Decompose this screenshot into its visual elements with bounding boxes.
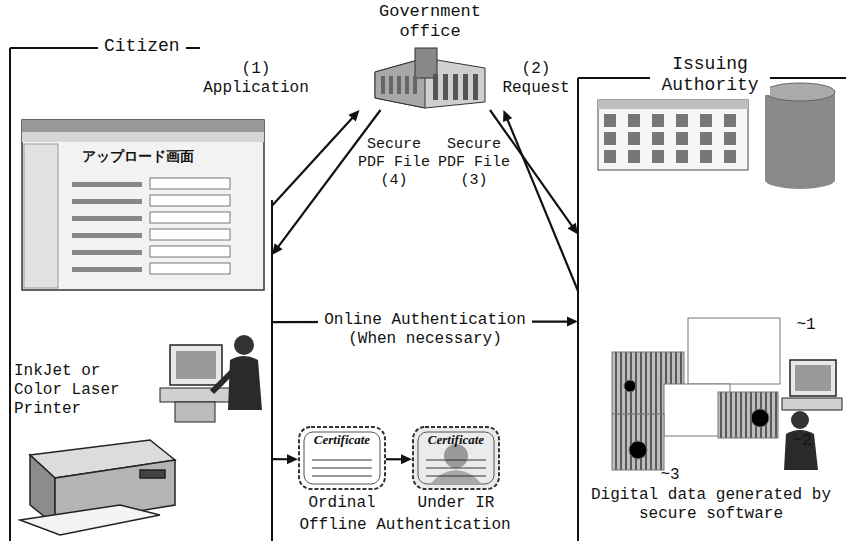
authority-panel: Issuing Authority [578, 78, 846, 541]
photo-thumb [676, 150, 688, 163]
flow-arrow [503, 110, 578, 291]
edge-label: Secure PDF File (3) [436, 136, 512, 190]
issuing-frame [578, 78, 846, 541]
data-tiles [612, 318, 780, 470]
issuing-person [782, 360, 842, 470]
photo-thumb [676, 114, 688, 127]
citizen-frame [10, 48, 272, 541]
photo-thumb [724, 132, 736, 145]
issuer-art [578, 78, 846, 541]
callout-number: ~2 [782, 432, 822, 451]
screen-title: アップロード画面 [82, 148, 194, 166]
callout-number: ~1 [786, 316, 826, 335]
printer-label: InkJet or Color Laser Printer [14, 362, 132, 420]
printer [20, 440, 175, 535]
flow-arrow [386, 454, 412, 464]
database-cylinder [765, 83, 835, 189]
office-label: Government office [355, 2, 505, 41]
certificate: CertificateOrdinal [298, 426, 386, 490]
photo-thumb [628, 132, 640, 145]
certificate-title: Certificate [314, 432, 370, 448]
certificate-caption: Under IR [418, 494, 495, 512]
database-screenshot [598, 100, 748, 170]
photo-thumb [604, 150, 616, 163]
photo-thumb [604, 132, 616, 145]
flow-arrow [490, 110, 578, 234]
certificate-caption: Ordinal [308, 494, 375, 512]
photo-thumb [604, 114, 616, 127]
photo-thumb [628, 114, 640, 127]
photo-thumb [652, 150, 664, 163]
upload-screen: アップロード画面 [22, 120, 264, 290]
section-label: Offline Authentication [290, 516, 520, 535]
callout-number: ~3 [650, 466, 690, 485]
citizen-panel: Citizenアップロード画面 [10, 48, 272, 541]
photo-thumb [652, 114, 664, 127]
panel-title: Issuing Authority [650, 54, 770, 95]
flow-arrow [272, 454, 298, 464]
edge-label: (2) Request [496, 60, 576, 98]
photo-thumb [700, 132, 712, 145]
flow-arrow [272, 110, 360, 206]
screen-art [22, 120, 264, 290]
edge-label: (1) Application [200, 60, 312, 98]
edge-label: Secure PDF File (4) [356, 136, 432, 190]
flow-arrow [272, 110, 381, 255]
photo-thumb [724, 150, 736, 163]
photo-thumb [724, 114, 736, 127]
photo-thumb [700, 114, 712, 127]
panel-title: Citizen [98, 36, 186, 56]
photo-thumb [700, 150, 712, 163]
caption-text: Digital data generated by secure softwar… [586, 486, 836, 524]
photo-thumb [652, 132, 664, 145]
edge-label: Online Authentication (When necessary) [318, 311, 532, 349]
citizen-person [160, 335, 262, 422]
photo-thumb [628, 150, 640, 163]
office-node: Government office [355, 2, 505, 110]
photo-thumb [676, 132, 688, 145]
certificate-ir: CertificateUnder IR [412, 426, 500, 490]
certificate-title: Certificate [428, 432, 484, 448]
